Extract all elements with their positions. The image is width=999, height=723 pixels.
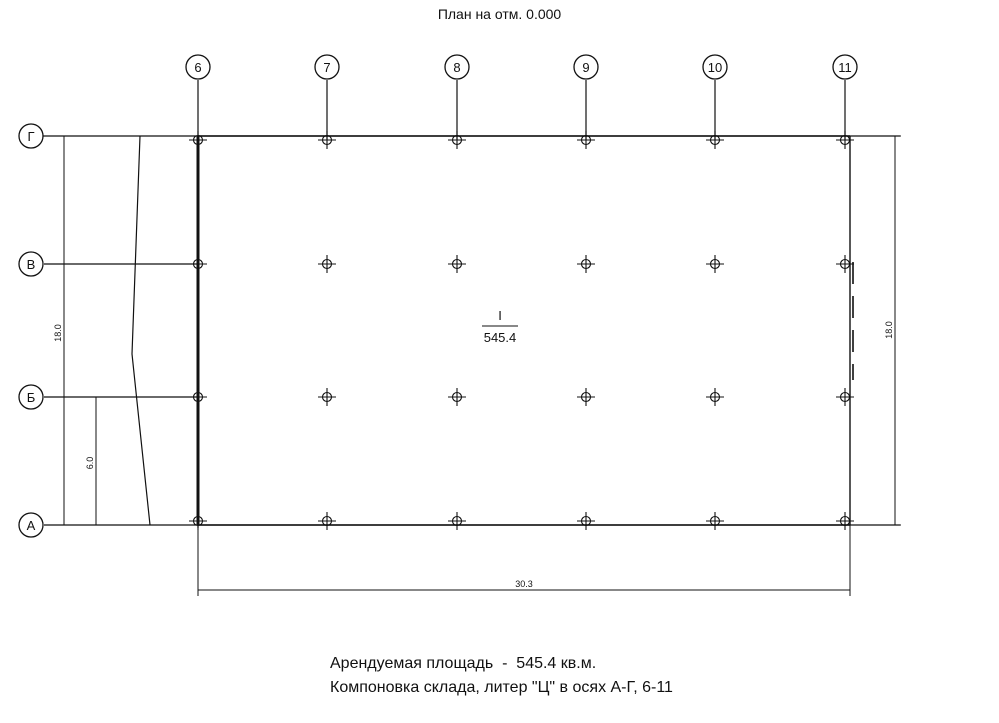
- column-point: [706, 388, 724, 406]
- column-point: [836, 131, 854, 149]
- axis-b-label: Б: [27, 390, 36, 405]
- axis-9-marker: [573, 54, 599, 80]
- column-point: [318, 131, 336, 149]
- axis-7-marker: [314, 54, 340, 80]
- column-point: [189, 255, 207, 273]
- axis-v-marker: [18, 251, 44, 277]
- column-point: [318, 255, 336, 273]
- column-point: [836, 512, 854, 530]
- axis-7-label: 7: [323, 60, 330, 75]
- column-point: [577, 255, 595, 273]
- column-point: [448, 388, 466, 406]
- column-point: [448, 255, 466, 273]
- plan-title: План на отм. 0.000: [437, 6, 562, 22]
- caption-area: Арендуемая площадь - 545.4 кв.м.: [330, 655, 597, 672]
- column-point: [706, 255, 724, 273]
- axis-a-label: А: [27, 518, 36, 533]
- column-point: [706, 131, 724, 149]
- column-point: [189, 131, 207, 149]
- caption-description: Компоновка склада, литер "Ц" в осях А-Г,…: [330, 679, 673, 696]
- dim-height-right: 18.0: [884, 321, 894, 339]
- column-point: [318, 388, 336, 406]
- axis-g-marker: [18, 123, 44, 149]
- axis-11-marker: [832, 54, 858, 80]
- axis-11-label: 11: [838, 60, 852, 75]
- axis-6-label: 6: [194, 60, 201, 75]
- column-point: [577, 388, 595, 406]
- column-point: [189, 388, 207, 406]
- column-point: [706, 512, 724, 530]
- column-point: [448, 512, 466, 530]
- column-point: [836, 255, 854, 273]
- column-point: [577, 131, 595, 149]
- dim-width: 30.3: [515, 579, 533, 589]
- axis-10-label: 10: [708, 60, 722, 75]
- column-point: [318, 512, 336, 530]
- column-point: [189, 512, 207, 530]
- column-point: [577, 512, 595, 530]
- axis-9-label: 9: [582, 60, 589, 75]
- axis-6-marker: [185, 54, 211, 80]
- axis-a-marker: [18, 512, 44, 538]
- axis-8-marker: [444, 54, 470, 80]
- column-point: [836, 388, 854, 406]
- dim-height-left: 18.0: [53, 324, 63, 342]
- dim-partial: 6.0: [85, 457, 95, 470]
- axis-v-label: В: [27, 257, 36, 272]
- axis-8-label: 8: [453, 60, 460, 75]
- axis-10-marker: [702, 54, 728, 80]
- axis-b-marker: [18, 384, 44, 410]
- axis-g-label: Г: [27, 129, 34, 144]
- column-point: [448, 131, 466, 149]
- room-number: I: [498, 308, 502, 323]
- room-area: 545.4: [484, 330, 517, 345]
